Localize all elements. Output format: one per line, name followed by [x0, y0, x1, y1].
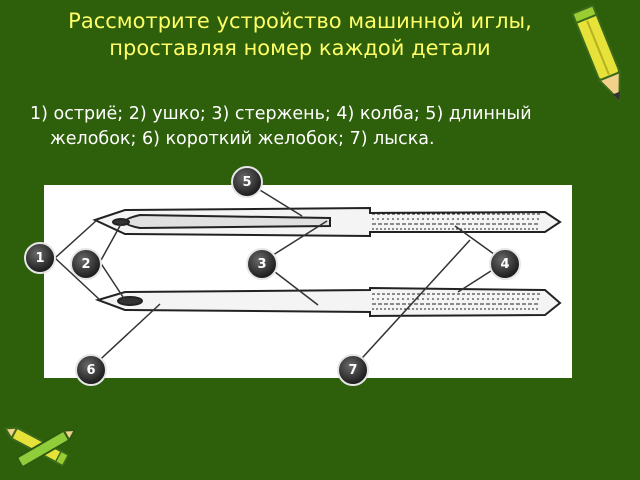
marker-5: 5 [231, 166, 263, 198]
marker-4: 4 [489, 248, 521, 280]
pencil-icon [571, 4, 621, 103]
marker-3: 3 [246, 248, 278, 280]
marker-7: 7 [337, 354, 369, 386]
marker-6: 6 [75, 354, 107, 386]
needle-top [92, 206, 562, 238]
pencils-icon [3, 426, 77, 468]
marker-1: 1 [24, 242, 56, 274]
marker-2: 2 [70, 248, 102, 280]
needle-bottom [94, 286, 562, 318]
slide-title: Рассмотрите устройство машинной иглы, пр… [68, 9, 532, 60]
parts-list: 1) остриё; 2) ушко; 3) стержень; 4) колб… [30, 104, 532, 149]
